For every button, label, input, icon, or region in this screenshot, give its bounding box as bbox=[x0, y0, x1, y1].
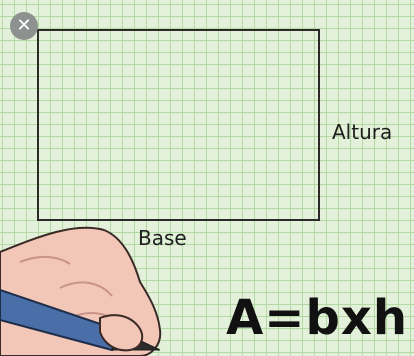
pencil-tip bbox=[111, 329, 161, 351]
hand bbox=[0, 226, 162, 356]
close-icon: ✕ bbox=[16, 15, 32, 36]
rectangle-outline bbox=[37, 29, 320, 221]
pencil bbox=[0, 288, 120, 352]
area-formula: A=bxh bbox=[226, 290, 408, 346]
base-label: Base bbox=[138, 226, 187, 250]
finger-crease bbox=[69, 312, 125, 329]
finger-crease bbox=[19, 256, 71, 265]
height-label: Altura bbox=[332, 120, 393, 144]
close-button[interactable]: ✕ bbox=[10, 12, 38, 40]
finger-crease bbox=[59, 281, 113, 297]
thumb bbox=[99, 314, 144, 352]
